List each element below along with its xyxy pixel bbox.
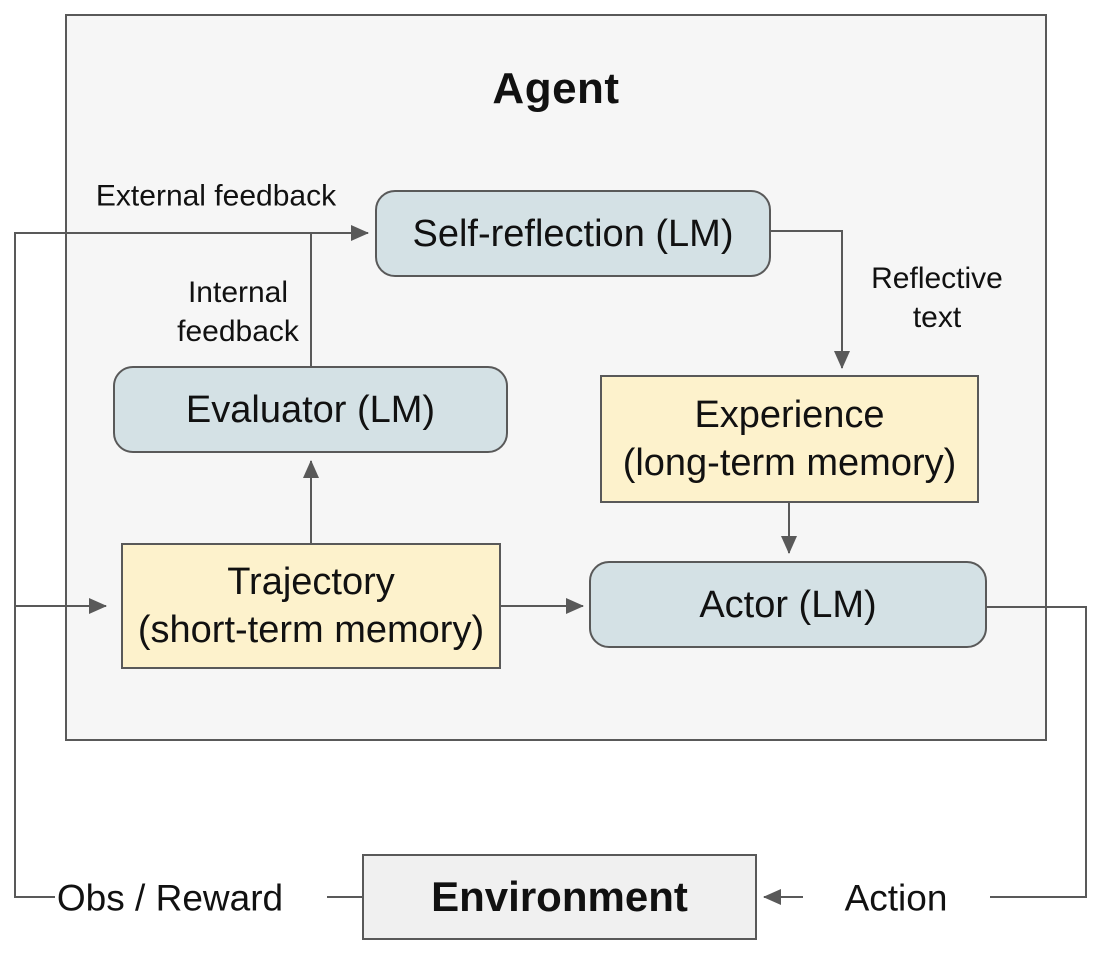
edge-self-reflection-to-experience <box>771 230 850 369</box>
edge-obs-reward-to-self-reflection <box>14 225 369 898</box>
evaluator-box: Evaluator (LM) <box>113 366 508 453</box>
environment-box: Environment <box>362 854 757 940</box>
experience-box: Experience (long-term memory) <box>600 375 979 503</box>
self-reflection-label: Self-reflection (LM) <box>412 212 734 255</box>
actor-label: Actor (LM) <box>699 583 877 626</box>
obs-reward-label: Obs / Reward <box>56 877 284 919</box>
internal-feedback-line1: Internal <box>187 276 289 309</box>
self-reflection-box: Self-reflection (LM) <box>375 190 771 277</box>
trajectory-subtitle: (short-term memory) <box>137 609 485 651</box>
internal-feedback-line2: feedback <box>177 315 299 348</box>
internal-feedback-label: Internal feedback <box>177 273 299 351</box>
external-feedback-label: External feedback <box>95 179 337 213</box>
trajectory-title: Trajectory <box>227 561 395 603</box>
edge-actor-to-action <box>987 606 1087 898</box>
reflective-text-label: Reflective text <box>871 259 1003 337</box>
action-label: Action <box>844 877 948 919</box>
reflective-text-line1: Reflective <box>871 262 1003 295</box>
evaluator-label: Evaluator (LM) <box>185 388 436 431</box>
experience-title: Experience <box>694 394 885 436</box>
reflective-text-line2: text <box>912 301 962 334</box>
experience-subtitle: (long-term memory) <box>622 442 957 484</box>
agent-title: Agent <box>492 64 620 113</box>
trajectory-box: Trajectory (short-term memory) <box>121 543 501 669</box>
environment-label: Environment <box>431 873 688 920</box>
actor-box: Actor (LM) <box>589 561 987 648</box>
